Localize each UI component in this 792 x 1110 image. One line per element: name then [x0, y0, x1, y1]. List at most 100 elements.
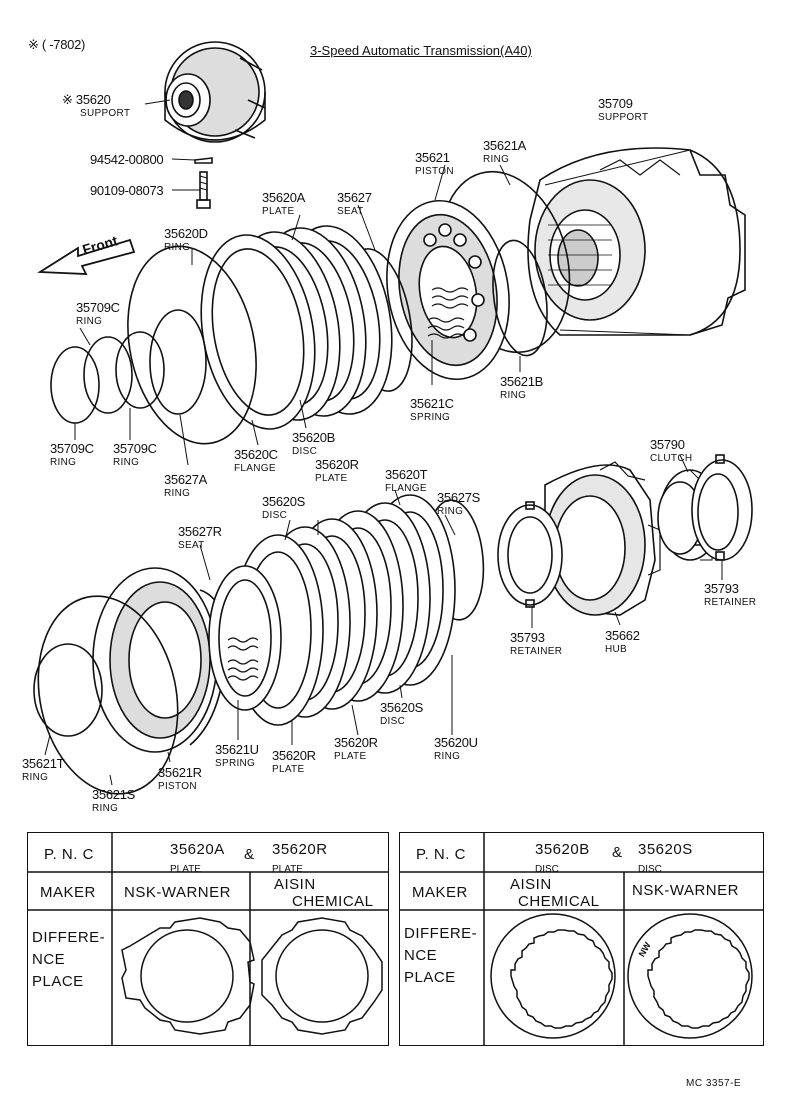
- part-number: 35621T: [22, 756, 65, 771]
- part-name: RING: [500, 390, 527, 401]
- part-number: 35621C: [410, 396, 454, 411]
- part-name: RETAINER: [704, 597, 757, 608]
- pnc-a-name: PLATE: [170, 863, 201, 875]
- part-name: SEAT: [178, 540, 205, 551]
- part-name: RING: [164, 242, 191, 253]
- part-number: 35620R: [334, 735, 378, 750]
- part-name: SUPPORT: [80, 108, 131, 119]
- part-number: 35621R: [158, 765, 202, 780]
- maker-1-line1: AISIN: [510, 876, 552, 893]
- ring-35620d-drawing: [127, 245, 257, 445]
- piston-35621r-drawing: [92, 567, 227, 753]
- part-name: SUPPORT: [598, 112, 649, 123]
- part-number: 35793: [704, 581, 739, 596]
- pnc-b-name: PLATE: [272, 863, 303, 875]
- table-grid: [26, 831, 389, 1046]
- part-name: SPRING: [215, 758, 256, 769]
- date-range: ( -7802): [41, 37, 86, 52]
- support-35620-drawing: [164, 41, 266, 143]
- part-number: 35620A: [262, 190, 306, 205]
- part-number: 35620S: [380, 700, 424, 715]
- plates-discs-bottom-drawing: [232, 494, 456, 726]
- pnc-ampersand: &: [244, 846, 255, 863]
- part-number: 35709: [598, 96, 633, 111]
- part-number: 35620T: [385, 467, 428, 482]
- part-name: SEAT: [337, 206, 364, 217]
- part-number: 35620D: [164, 226, 208, 241]
- part-name: RING: [50, 457, 77, 468]
- part-name: RING: [164, 488, 191, 499]
- ring-35621t-drawing: [33, 643, 103, 737]
- part-name: PLATE: [334, 751, 367, 762]
- part-number: 35627R: [178, 524, 222, 539]
- part-number: 35621U: [215, 742, 259, 757]
- part-number: 35621A: [483, 138, 527, 153]
- retainer-35793-right-drawing: [691, 454, 753, 561]
- part-number: 35621S: [92, 787, 136, 802]
- support-35709-drawing: [527, 147, 746, 336]
- diff-line2: NCE: [32, 950, 66, 968]
- diff-disc-aisin-drawing: [490, 913, 616, 1039]
- part-number: 35709C: [50, 441, 94, 456]
- diff-disc-nsk-drawing: [627, 913, 753, 1039]
- part-number: 35621: [415, 150, 450, 165]
- plates-discs-top-drawing: [200, 225, 393, 430]
- pnc-b-number: 35620S: [638, 841, 693, 858]
- part-number: 35620U: [434, 735, 478, 750]
- part-name: FLANGE: [234, 463, 276, 474]
- spring-35621c-drawing: [427, 287, 469, 339]
- part-number: 35709C: [76, 300, 120, 315]
- piston-35621-drawing: [386, 199, 510, 381]
- note-date-range: ※ ( -7802): [28, 38, 85, 51]
- part-name: PLATE: [315, 473, 348, 484]
- part-number: 35627A: [164, 472, 208, 487]
- part-name: PISTON: [415, 166, 454, 177]
- retainer-35793-left-drawing: [497, 501, 563, 608]
- callout-90109-08073: 90109-08073: [90, 183, 164, 198]
- part-name: CLUTCH: [650, 453, 693, 464]
- part-name: DISC: [292, 446, 318, 457]
- part-number: 35621B: [500, 374, 544, 389]
- pnc-a-name: DISC: [535, 863, 559, 875]
- part-name: DISC: [380, 716, 406, 727]
- diff-line1: DIFFERE-: [404, 925, 478, 942]
- maker-2-line2: CHEMICAL: [292, 892, 374, 910]
- maker-2: NSK-WARNER: [632, 882, 739, 899]
- ring-35621b-drawing: [492, 239, 548, 357]
- maker-2-line1: AISIN: [274, 876, 316, 893]
- pnc-b-number: 35620R: [272, 841, 328, 858]
- maker-1: NSK-WARNER: [124, 884, 231, 901]
- pnc-b-name: DISC: [638, 863, 662, 875]
- snap-rings-35709c-drawing: [50, 331, 165, 424]
- part-number: 35662: [605, 628, 640, 643]
- part-name: RING: [76, 316, 103, 327]
